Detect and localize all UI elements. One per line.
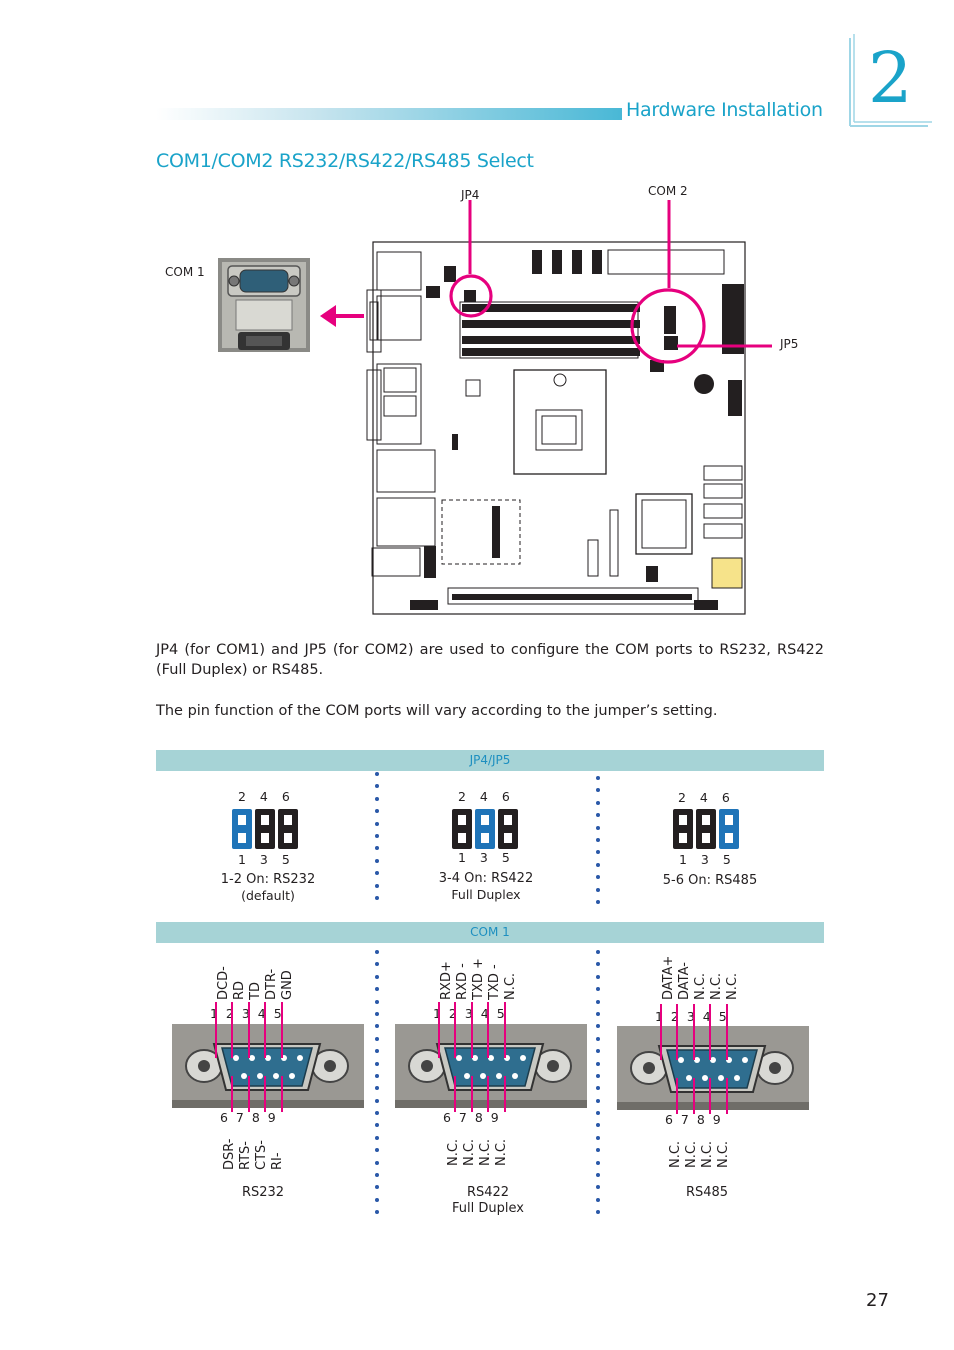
connector-1-caption: RS232 [241,1185,285,1200]
pin-label: TXD - [487,964,502,1000]
connector-2-bottom-labels: N.C. N.C. N.C. N.C. [446,1130,510,1166]
connector-3-bottom-labels: N.C. N.C. N.C. N.C. [668,1132,732,1168]
jumper-2-bottom-pins: 1 3 5 [458,850,510,865]
pin-label: N.C. [446,1138,461,1166]
connector-1-bottom-labels: DSR- RTS- CTS- RI- [222,1134,286,1170]
pin-label: N.C. [700,1140,715,1168]
pin-label: DATA- [677,962,692,1000]
connector-2-caption: RS422 [466,1185,510,1200]
pin-label: RXD - [455,963,470,1000]
pin-label: TXD + [471,958,486,1000]
pin-label: N.C. [668,1140,683,1168]
connector-1-top-pins: 1 2 3 4 5 [210,1006,282,1021]
connector-1-bottom-pins: 6 7 8 9 [220,1110,276,1125]
db9-connector-1-icon [172,1002,364,1112]
connector-3-top-labels: DATA+ DATA- N.C. N.C. N.C. [661,954,741,1000]
label-com1: COM 1 [165,265,205,279]
jumper-1-caption: 1-2 On: RS232 [220,872,316,887]
pin-label: DSR- [222,1138,237,1170]
pin-label: RXD+ [439,961,454,1000]
connector-3-top-pins: 1 2 3 4 5 [655,1009,727,1024]
paragraph-pin-function: The pin function of the COM ports will v… [156,703,718,719]
jumper-band: JP4/JP5 [156,750,824,771]
paragraph-jumper-intro: JP4 (for COM1) and JP5 (for COM2) are us… [156,642,824,678]
pin-label: CTS- [254,1140,269,1170]
header-gradient-bar [156,108,622,120]
pin-label: RI- [270,1152,285,1170]
com-band: COM 1 [156,922,824,943]
chapter-number: 2 [868,37,913,119]
page-number: 27 [866,1290,889,1311]
connector-2-sub: Full Duplex [452,1201,524,1216]
pin-label: GND [280,970,295,1000]
connector-2-top-labels: RXD+ RXD - TXD + TXD - N.C. [439,958,519,1000]
pin-label: DCD- [216,966,231,1000]
jumper-3-caption: 5-6 On: RS485 [662,873,758,888]
dotted-separator-3 [375,950,379,1223]
connector-1-top-labels: DCD- RD TD DTR- GND [216,962,296,1000]
pin-label: N.C. [462,1138,477,1166]
jumper-1-sub: (default) [241,888,295,903]
header-section-title: Hardware Installation [626,99,823,121]
pin-label: DTR- [264,968,279,1000]
pin-label: N.C. [503,972,518,1000]
db9-connector-2-icon [395,1002,587,1112]
db9-connector-3-icon [617,1004,809,1114]
pin-label: N.C. [716,1140,731,1168]
dotted-separator-4 [596,950,600,1223]
jumper-1-block [232,809,298,849]
jumper-3-block [673,809,739,849]
connector-3-caption: RS485 [685,1185,729,1200]
jumper-2-top-pins: 2 4 6 [458,789,510,804]
pin-label: N.C. [478,1138,493,1166]
jumper-2-caption: 3-4 On: RS422 [438,871,534,886]
chapter-tab-frame [849,34,932,127]
connector-3-bottom-pins: 6 7 8 9 [665,1112,721,1127]
com1-port-photo [218,258,310,352]
jumper-3-top-pins: 2 4 6 [678,790,730,805]
section-title: COM1/COM2 RS232/RS422/RS485 Select [156,150,534,172]
connector-2-bottom-pins: 6 7 8 9 [443,1110,499,1125]
label-com2: COM 2 [648,184,688,198]
jumper-3-bottom-pins: 1 3 5 [679,852,731,867]
motherboard-diagram [366,241,746,615]
pin-label: DATA+ [661,955,676,1000]
pin-label: RD [232,980,247,1000]
pin-label: N.C. [494,1138,509,1166]
dotted-separator-2 [596,776,600,912]
label-jp4: JP4 [461,188,480,202]
label-jp5: JP5 [780,337,799,351]
pin-label: TD [248,982,263,1000]
dotted-separator-1 [375,772,379,908]
pin-label: N.C. [725,972,740,1000]
pin-label: N.C. [684,1140,699,1168]
jumper-2-block [452,809,518,849]
jumper-1-bottom-pins: 1 3 5 [238,852,290,867]
pin-label: N.C. [709,972,724,1000]
pin-label: RTS- [238,1141,253,1170]
jumper-2-sub: Full Duplex [451,887,521,902]
arrow-left-icon [320,305,364,327]
leader-lines [468,200,772,348]
connector-2-top-pins: 1 2 3 4 5 [433,1006,505,1021]
jumper-1-top-pins: 2 4 6 [238,789,290,804]
pin-label: N.C. [693,972,708,1000]
